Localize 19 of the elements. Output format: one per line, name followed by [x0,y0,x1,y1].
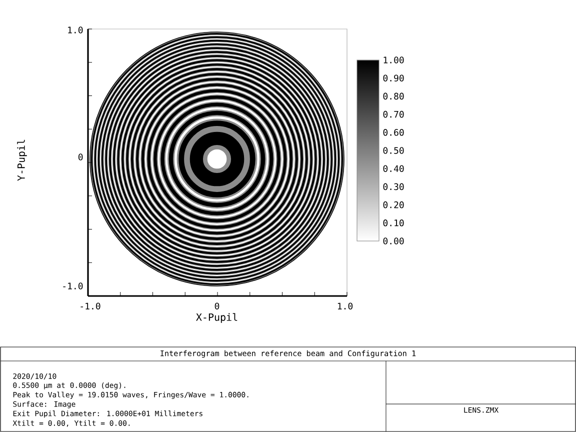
tick-label: 1.0 [338,302,353,310]
axis-title: X-Pupil [196,313,238,323]
colorbar-label: 0.00 [383,238,404,244]
tick-label: 0 [214,302,220,310]
tick-label: -1.0 [80,302,100,310]
tick-label: 1.0 [68,26,83,34]
colorbar-label: 1.00 [384,56,404,64]
colorbar-label: 0.60 [383,129,404,136]
axis-title: Y-Pupil [17,140,27,181]
tick-label: 0 [78,154,83,160]
colorbar-label: 0.10 [383,220,404,226]
colorbar-label: 0.20 [383,201,404,208]
tick-label: -1.0 [63,282,83,290]
colorbar-label: 0.50 [383,147,404,154]
colorbar-label: 0.90 [383,74,404,82]
colorbar-label: 0.80 [383,92,404,100]
colorbar-label: 0.30 [383,183,404,190]
colorbar-label: 0.70 [383,110,404,118]
colorbar-label: 0.40 [383,165,404,172]
